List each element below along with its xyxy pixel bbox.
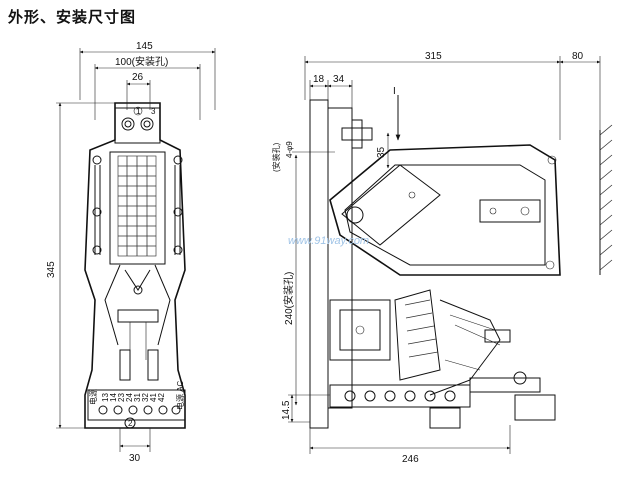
terminal-num-13: 13 [101, 393, 110, 402]
dim-hole: 4-φ9 [285, 141, 294, 158]
terminal-num-42: 42 [157, 393, 166, 402]
dim-246: 246 [402, 454, 419, 465]
terminal-2: 2 [128, 419, 133, 428]
terminal-num-14: 14 [109, 393, 118, 402]
terminal-num-24: 24 [125, 393, 134, 402]
dim-35: 35 [376, 146, 387, 158]
dim-hole-note: (安装孔) [271, 142, 281, 172]
arrow-label-i: I [393, 86, 396, 97]
dim-80: 80 [572, 51, 584, 62]
terminal-num-31: 31 [133, 393, 142, 402]
terminal-num-41: 41 [149, 393, 158, 402]
terminal-num-23: 23 [117, 393, 126, 402]
watermark: www.91way.com [288, 235, 369, 247]
side-view: 315 80 18 34 I 35 4-φ9 (安装孔) [271, 51, 613, 465]
terminal-3: 3 [151, 107, 156, 116]
dim-34: 34 [333, 74, 345, 85]
dim-100-mount: 100(安装孔) [115, 55, 168, 68]
terminal-1: 1 [136, 107, 141, 116]
power-label-right: 电源 AC [175, 380, 185, 410]
dim-145: 145 [136, 41, 153, 52]
dim-26: 26 [132, 72, 144, 83]
dim-240: 240(安装孔) [282, 272, 295, 325]
terminal-num-32: 32 [141, 393, 150, 402]
drawing-title: 外形、安装尺寸图 [8, 8, 137, 26]
dim-30: 30 [129, 453, 141, 464]
dim-345: 345 [46, 261, 57, 278]
power-label-left: 电源 [88, 389, 98, 405]
front-view: 145 100(安装孔) 26 345 1 3 [46, 41, 216, 464]
dim-14-5: 14.5 [281, 400, 292, 420]
dim-315: 315 [425, 51, 442, 62]
dim-18: 18 [313, 74, 325, 85]
